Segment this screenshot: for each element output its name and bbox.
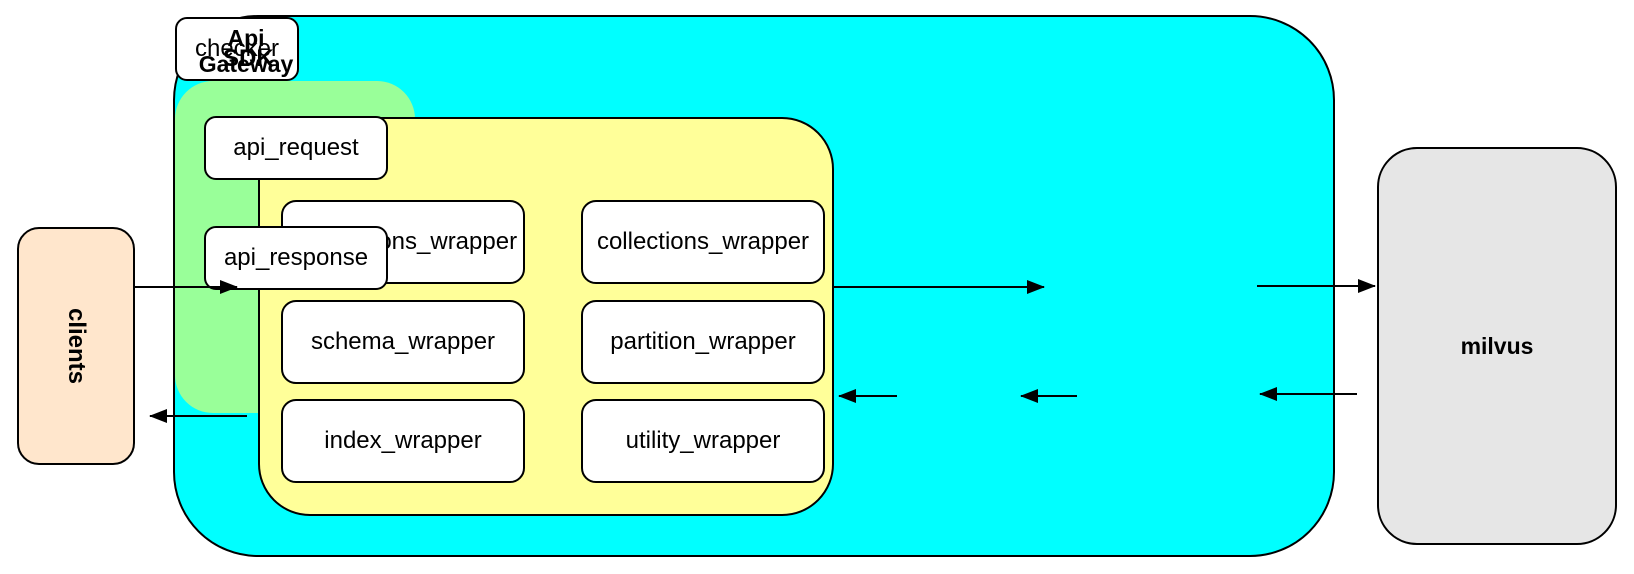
node-partition-wrapper: partition_wrapper (581, 300, 825, 384)
node-api-request: api_request (204, 116, 388, 180)
milvus-label: milvus (1460, 332, 1534, 359)
api-response-label: api_response (223, 244, 369, 271)
index-wrapper-label: index_wrapper (324, 427, 482, 454)
sdk-label: SDK (223, 45, 274, 72)
clients-node: clients (17, 227, 135, 465)
utility-wrapper-label: utility_wrapper (625, 427, 781, 454)
api-gateway-label: Api Gateway (198, 25, 294, 78)
milvus-node: milvus (1377, 147, 1617, 545)
node-utility-wrapper: utility_wrapper (581, 399, 825, 483)
node-schema-wrapper: schema_wrapper (281, 300, 525, 384)
node-collections-wrapper: collections_wrapper (581, 200, 825, 284)
node-checker: checker (175, 17, 299, 81)
partition-wrapper-label: partition_wrapper (610, 328, 796, 355)
api-request-label: api_request (233, 134, 359, 161)
node-api-response: api_response (204, 226, 388, 290)
clients-label: clients (63, 307, 90, 385)
sdk-container: SDK Api Wrapper connections_wrapper coll… (173, 15, 1335, 557)
collections-wrapper-label: collections_wrapper (596, 228, 810, 255)
checker-label: checker (194, 35, 280, 62)
schema-wrapper-label: schema_wrapper (310, 328, 496, 355)
node-index-wrapper: index_wrapper (281, 399, 525, 483)
